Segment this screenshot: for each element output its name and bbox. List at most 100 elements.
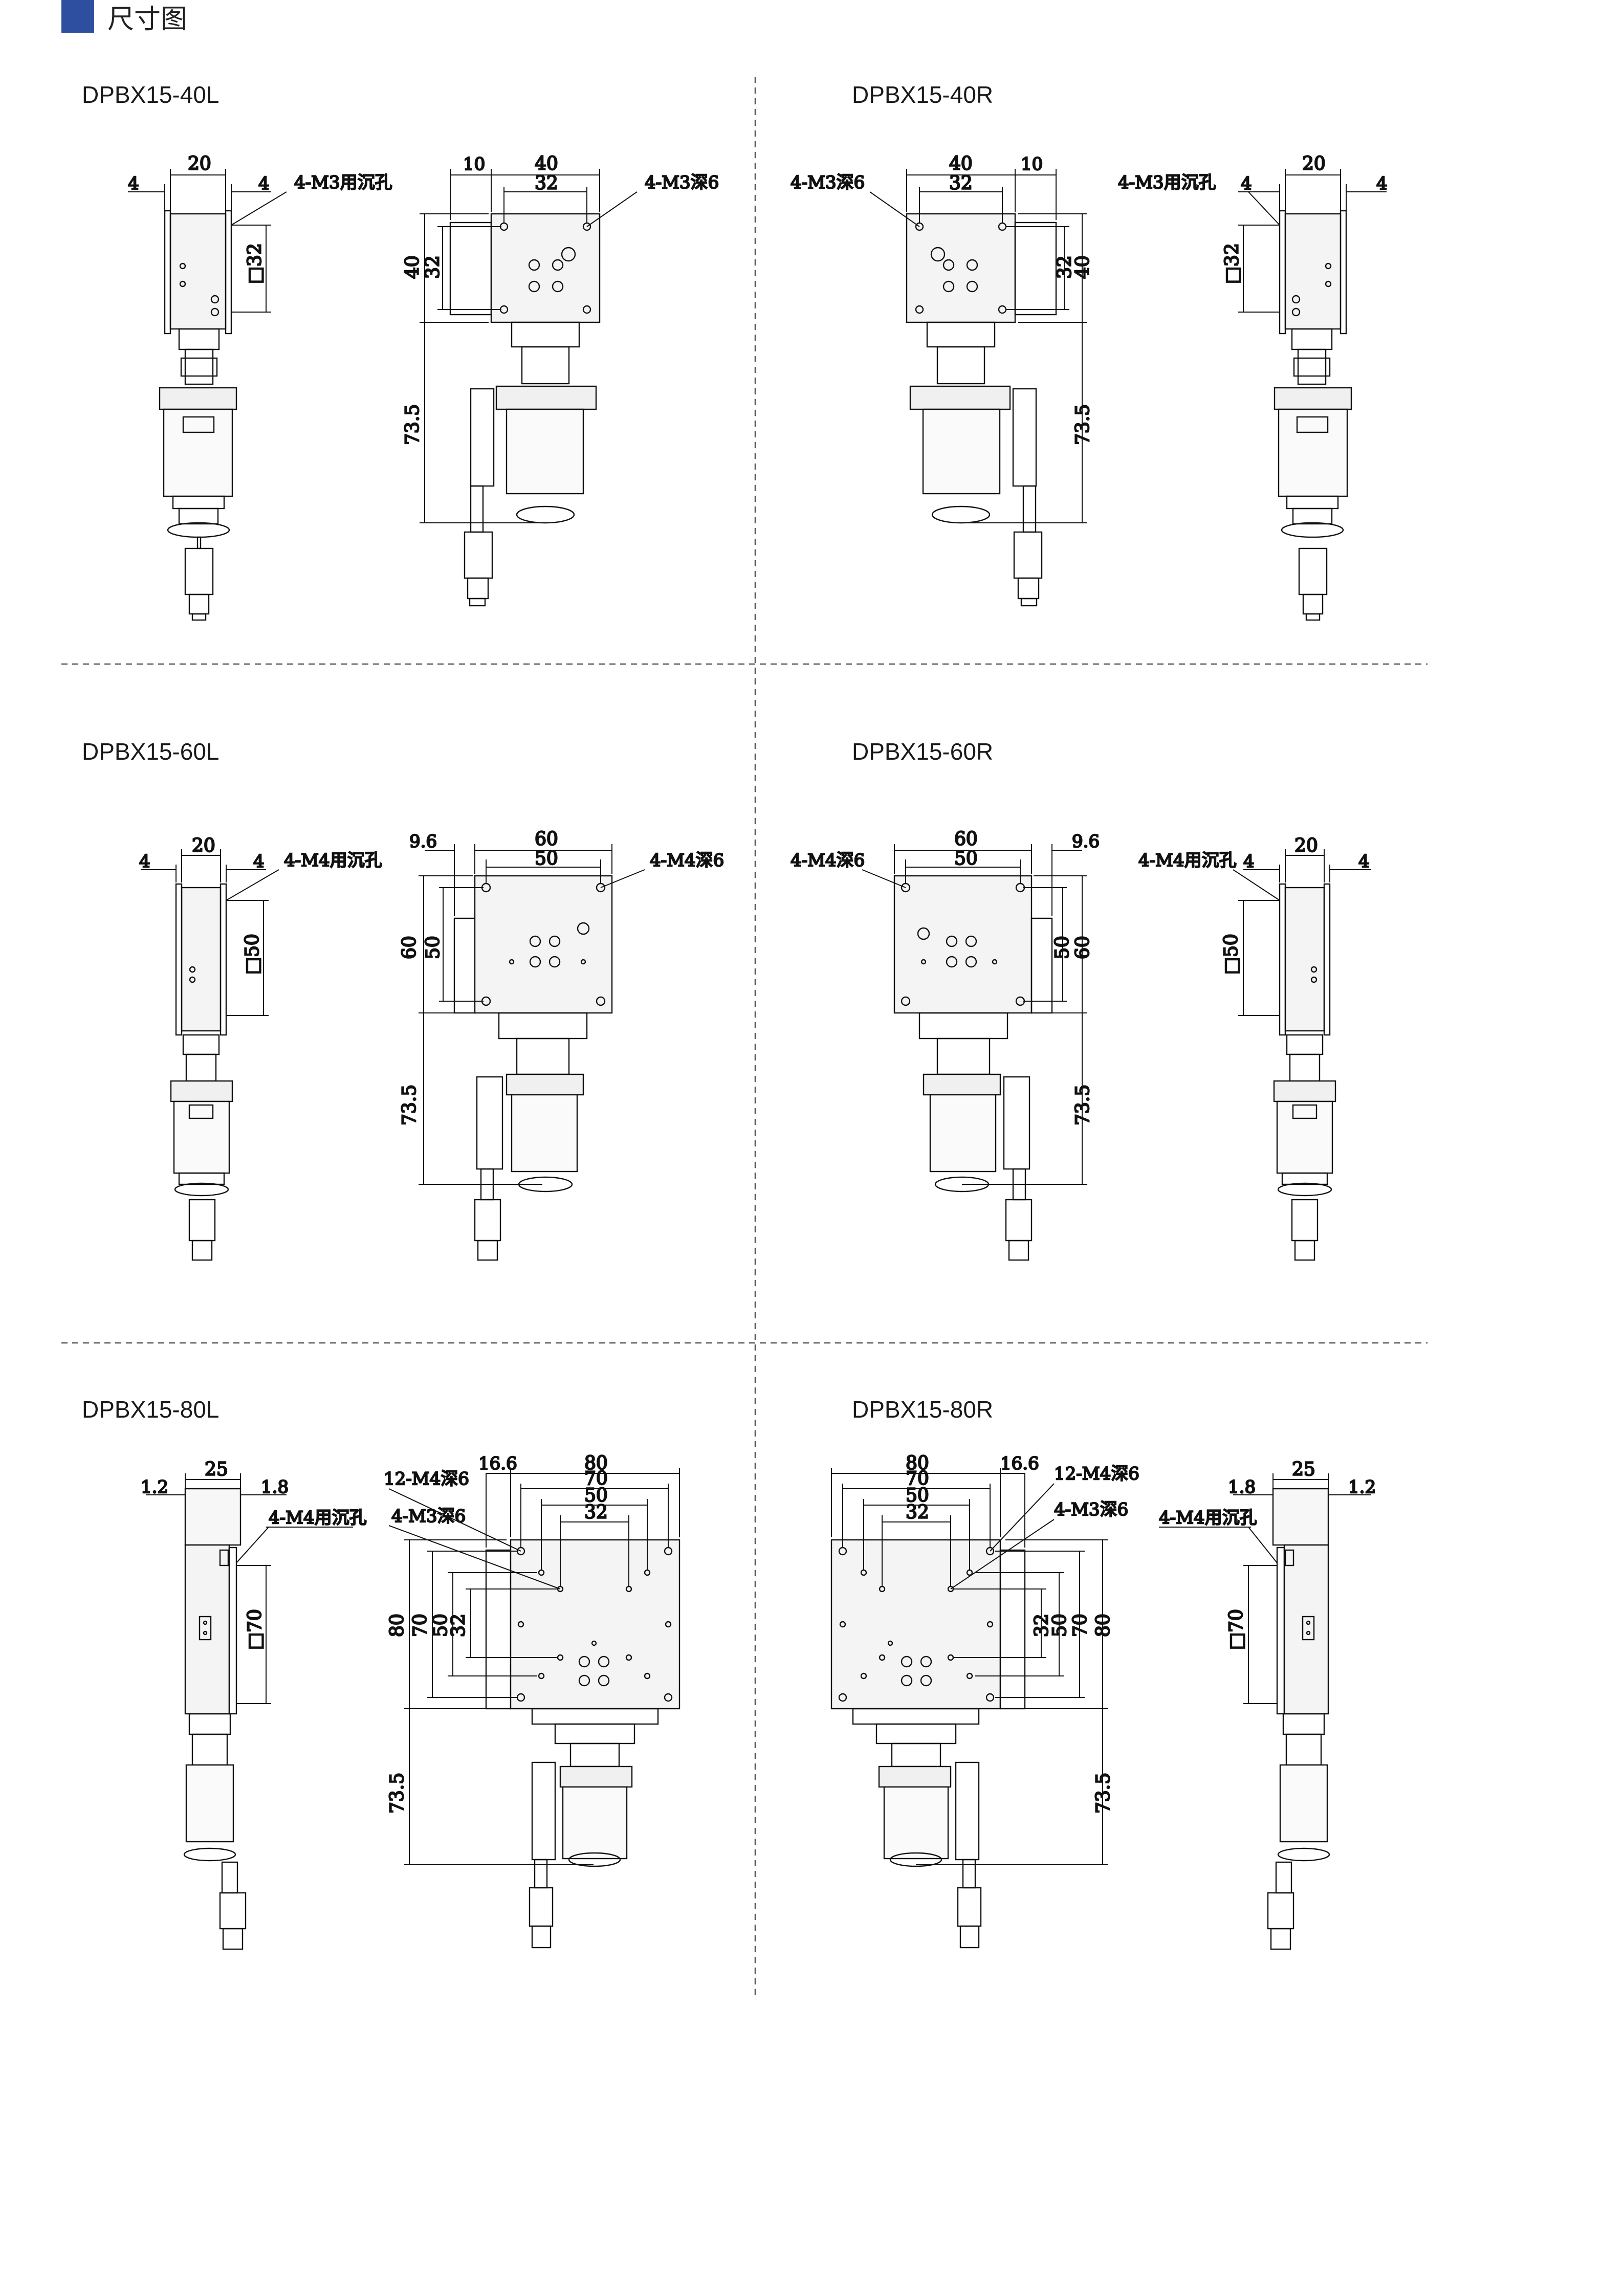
dim-top-height-60r: 60 [1072,936,1093,959]
top-view-60l [419,844,645,1261]
dim-side-gap-left-60r: 4 [1243,851,1255,872]
dim-top-inner-40r: 32 [949,173,973,194]
dim-side-square-60r: □50 [1221,934,1242,975]
hole-note-b-80r: 4-M3深6 [1054,1499,1128,1520]
model-label-60r: DPBX15-60R [852,738,994,765]
dim-top-width-80l: 80 [584,1453,608,1474]
dim-top-motor-40l: 73.5 [402,404,423,445]
dim-top-w70-80l: 70 [584,1468,608,1489]
dim-top-inner-60l: 50 [535,848,558,869]
dim-top-inner-h-60l: 50 [423,936,444,959]
dim-top-offset-40r: 10 [1021,154,1043,174]
panel-40r: 40 32 10 4-M3深6 40 32 73.5 [790,153,1388,621]
dim-top-height-40l: 40 [402,255,423,279]
panel-60r: 60 50 9.6 4-M4深6 60 50 73.5 [790,828,1371,1261]
hole-note-side-80r: 4-M4用沉孔 [1159,1508,1257,1528]
dim-side-gap-right-60r: 4 [1358,851,1370,872]
model-label-80r: DPBX15-80R [852,1396,994,1423]
dim-side-gap-right-40r: 4 [1376,173,1388,194]
model-label-40l: DPBX15-40L [82,81,220,108]
panel-80r: 80 70 50 32 16.6 12-M4深6 4-M3深6 80 70 50… [830,1452,1376,1950]
model-label-60l: DPBX15-60L [82,738,220,765]
hole-note-side-80l: 4-M4用沉孔 [269,1508,367,1528]
dim-side-square-40r: □32 [1222,243,1243,284]
dim-top-motor-60l: 73.5 [399,1085,420,1125]
hole-note-side-60r: 4-M4用沉孔 [1138,850,1237,871]
hole-note-b-80l: 4-M3深6 [391,1506,466,1527]
hole-note-top-60l: 4-M4深6 [650,850,724,871]
dim-top-height-40r: 40 [1072,255,1093,279]
dim-side-gap-left-60l: 4 [139,851,150,872]
dim-side-width-40l: 20 [188,153,211,174]
dim-top-w50-80l: 50 [584,1485,608,1506]
dim-side-gap-left-80r: 1.8 [1228,1477,1256,1497]
dim-top-offset-60l: 9.6 [409,831,437,852]
panel-60l: 20 4 4 4-M4用沉孔 □50 [139,828,725,1261]
hole-note-side-40l: 4-M3用沉孔 [294,172,392,193]
dim-top-h70-80r: 70 [1070,1614,1091,1637]
dim-top-motor-40r: 73.5 [1072,404,1093,445]
dim-top-motor-80l: 73.5 [387,1773,408,1814]
dim-side-gap-left-40l: 4 [128,173,139,194]
panel-80l: 25 1.2 1.8 4-M4用沉孔 □70 [140,1452,681,1950]
dim-top-motor-80r: 73.5 [1093,1773,1114,1814]
dim-side-width-80l: 25 [205,1459,228,1480]
dim-side-width-60l: 20 [192,835,215,856]
dim-side-gap-right-80l: 1.8 [261,1477,289,1497]
dim-side-width-80r: 25 [1292,1459,1315,1480]
dim-side-square-60l: □50 [242,934,263,975]
model-label-40r: DPBX15-40R [852,81,994,108]
dim-top-width-80r: 80 [906,1453,929,1474]
dim-side-gap-left-40r: 4 [1241,173,1252,194]
hole-note-side-60l: 4-M4用沉孔 [284,850,382,871]
dim-top-width-60r: 60 [954,829,978,850]
hole-note-top-60r: 4-M4深6 [791,850,865,871]
dim-top-w32-80l: 32 [584,1502,608,1523]
dim-side-width-40r: 20 [1302,153,1326,174]
dim-top-motor-60r: 73.5 [1072,1085,1093,1125]
top-view-40r [869,169,1087,607]
dim-side-gap-right-60l: 4 [253,851,265,872]
dim-top-h32-80r: 32 [1032,1614,1052,1637]
side-view-60l [141,849,279,1261]
dim-top-inner-h-40l: 32 [423,255,444,279]
top-view-80l [388,1468,681,1949]
hole-note-top-40r: 4-M3深6 [791,172,865,193]
dim-top-h32-80l: 32 [448,1614,469,1637]
dim-top-inner-40l: 32 [535,173,558,194]
dim-top-w50-80r: 50 [906,1485,929,1506]
dim-top-inner-h-40r: 32 [1055,255,1076,279]
dim-top-offset-80r: 16.6 [1000,1453,1039,1474]
side-view-40r [1238,169,1387,621]
dim-side-width-60r: 20 [1294,835,1318,856]
section-accent-bar [61,0,94,33]
side-view-40l [128,169,287,621]
dim-side-square-80r: □70 [1226,1609,1247,1650]
dim-top-inner-60r: 50 [954,848,978,869]
side-view-80l [146,1473,353,1950]
dim-top-width-40r: 40 [949,153,973,174]
dim-top-h70-80l: 70 [410,1614,431,1637]
hole-note-top-40l: 4-M3深6 [645,172,719,193]
dim-side-square-80l: □70 [245,1609,266,1650]
dim-side-square-40l: □32 [245,243,266,284]
panel-40l: 20 4 4 4-M3用沉孔 □32 [127,153,719,621]
section-title: 尺寸图 [107,4,188,35]
dim-top-w32-80r: 32 [906,1502,929,1523]
dim-top-width-40l: 40 [535,153,558,174]
dim-top-w70-80r: 70 [906,1468,929,1489]
dim-side-gap-left-80l: 1.2 [141,1477,168,1497]
side-view-60r [1233,849,1371,1261]
dim-top-offset-60r: 9.6 [1072,831,1100,852]
dim-top-h80-80l: 80 [387,1614,408,1637]
top-view-60r [862,844,1087,1261]
dim-side-gap-right-40l: 4 [258,173,270,194]
dim-top-h50-80r: 50 [1049,1614,1070,1637]
dim-top-height-60l: 60 [399,936,420,959]
dim-top-h80-80r: 80 [1093,1614,1114,1637]
top-view-80r [830,1468,1108,1949]
grid-separators [61,77,1428,1995]
dim-top-offset-80l: 16.6 [478,1453,517,1474]
dim-side-gap-right-80r: 1.2 [1348,1477,1376,1497]
